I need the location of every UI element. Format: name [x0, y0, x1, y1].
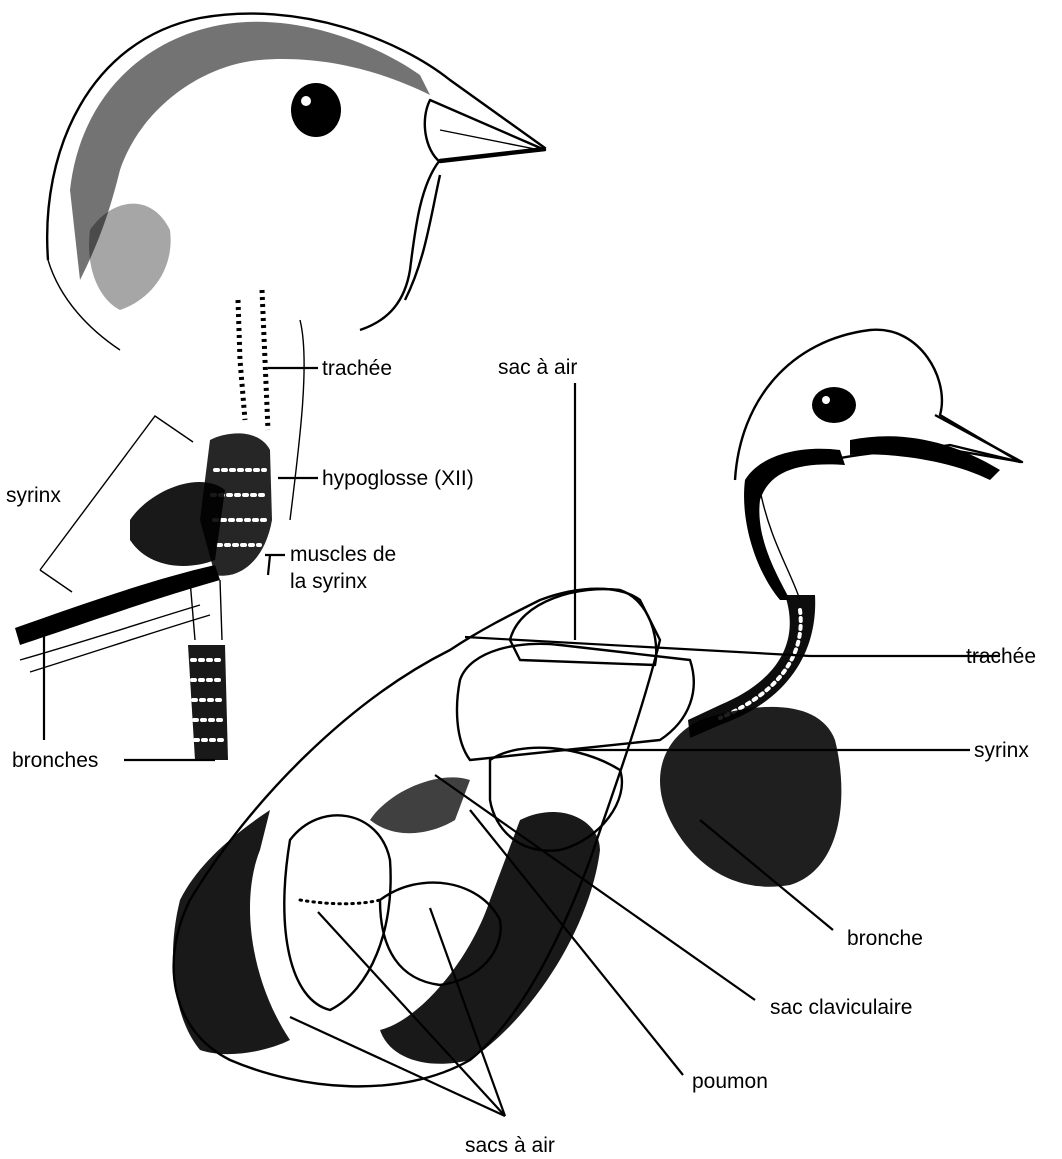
- label-trachee-right: trachée: [966, 645, 1036, 668]
- sparrow-cheek-shading: [89, 204, 171, 310]
- label-muscles-line1: muscles de: [290, 543, 396, 566]
- label-trachee-left: trachée: [322, 357, 392, 380]
- cutaway-neck: [744, 449, 845, 600]
- label-bronches: bronches: [12, 749, 98, 772]
- cutaway-eye: [812, 387, 856, 423]
- cutaway-body-shading: [173, 810, 290, 1054]
- sparrow-illustration: [15, 14, 545, 760]
- label-poumon: poumon: [692, 1070, 768, 1093]
- label-sacs-a-air: sacs à air: [465, 1134, 555, 1157]
- label-sac-claviculaire: sac claviculaire: [770, 996, 912, 1019]
- label-bronche: bronche: [847, 927, 923, 950]
- label-syrinx-left: syrinx: [6, 484, 61, 507]
- labels: trachée hypoglosse (XII) syrinx muscles …: [6, 356, 1036, 1157]
- sparrow-lower-trachea: [188, 645, 228, 760]
- label-syrinx-right: syrinx: [974, 739, 1029, 762]
- label-sac-a-air: sac à air: [498, 356, 577, 379]
- sparrow-trachea: [238, 300, 245, 420]
- cutaway-bronchus: [660, 707, 841, 887]
- label-hypoglosse: hypoglosse (XII): [322, 467, 474, 490]
- cutaway-bird-illustration: [173, 330, 1022, 1087]
- label-muscles-line2: la syrinx: [290, 570, 368, 593]
- lower-air-sac-1: [284, 815, 390, 1010]
- sparrow-bronchus-left: [15, 565, 220, 645]
- sparrow-eye: [291, 83, 341, 137]
